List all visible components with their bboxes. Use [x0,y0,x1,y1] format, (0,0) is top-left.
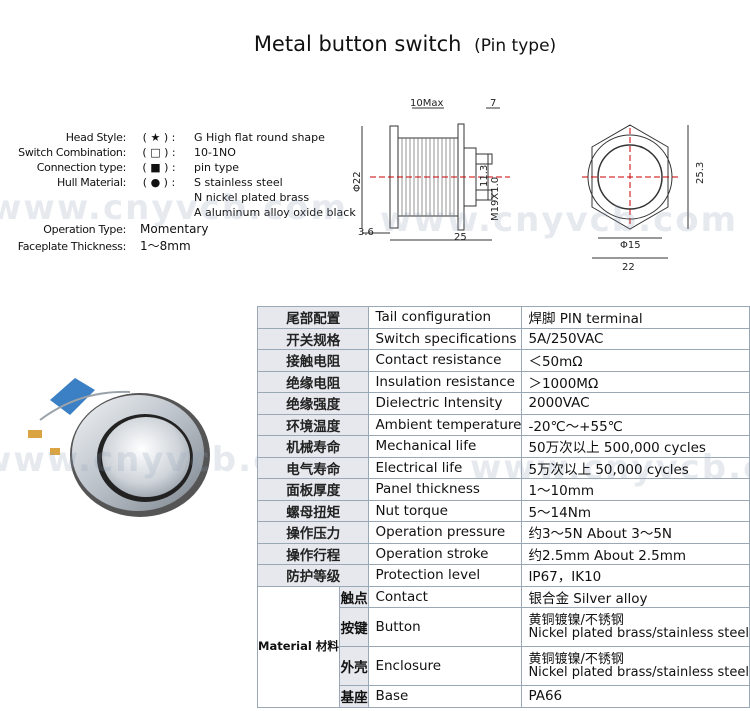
dim-22: 22 [622,262,635,273]
dim-7: 7 [490,98,496,109]
table-row: 环境温度 Ambient temperature -20℃～+55℃ [256,413,750,436]
faceplate-thickness-row: Faceplate Thickness: 1～8mm [17,239,191,253]
table-row-material-contact: Material 材料 触点 Contact 银合金 Silver alloy [257,585,750,708]
title-sub: (Pin type) [474,36,557,56]
spec-extra-nickel: N nickel plated brass [194,191,310,204]
table-row: 操作行程 Operation stroke 约2.5mm About 2.5mm [256,542,750,565]
table-row-material-base: 基座 Base PA66 [258,685,750,708]
pin-terminal [28,430,42,438]
dim-3-6: 3.6 [358,227,374,238]
table-row: 尾部配置 Tail configuration 焊脚 PIN terminal [256,306,750,329]
material-label: Material 材料 [257,585,340,708]
dim-m19: M19X1.0 [490,177,501,221]
dim-phi22: Φ22 [352,171,363,192]
table-row: 绝缘电阻 Insulation resistance ＞1000MΩ [256,370,750,393]
table-row-material-enclosure: 外壳 Enclosure 黄铜镀镍/不锈钢 Nickel plated bras… [258,646,750,686]
spec-row-head-style: Head Style: ( ★ ) : G High flat round sh… [65,131,325,144]
dim-11-3: 11.3 [479,165,490,187]
table-row: 开关规格 Switch specifications 5A/250VAC [256,327,750,350]
spec-extra-aluminum: A aluminum alloy oxide black [194,206,356,219]
title-main: Metal button switch [253,32,462,56]
dim-10max: 10Max [410,98,443,109]
model-spec-list: Head Style: ( ★ ) : G High flat round sh… [8,130,356,254]
spec-row-switch-combination: Switch Combination: ( □ ) : 10-1NO [18,146,236,159]
front-view-drawing [582,124,689,259]
pin-terminal-2 [50,448,60,455]
dim-25-3: 25.3 [695,162,706,184]
table-row: 电气寿命 Electrical life 5万次以上 50,000 cycles [256,456,750,479]
page-title: Metal button switch (Pin type) [0,32,750,56]
table-row: 接触电阻 Contact resistance ＜50mΩ [256,349,750,372]
dim-phi15: Φ15 [620,240,641,251]
table-row-material-button: 按键 Button 黄铜镀镍/不锈钢 Nickel plated brass/s… [258,607,750,647]
dim-25: 25 [454,232,467,243]
table-row: 螺母扭矩 Nut torque 5～14Nm [256,499,750,522]
dimension-drawings: 10Max 7 Φ22 M19X1.0 11.3 3.6 25 25.3 Φ15… [352,98,706,273]
table-row: 防护等级 Protection level IP67，IK10 [256,564,750,587]
button-cap [102,417,190,497]
spec-row-hull-material: Hull Material: ( ● ) : S stainless steel [56,176,283,189]
spec-table: 尾部配置 Tail configuration 焊脚 PIN terminal … [256,306,750,708]
watermark: www.cnyvcb.com [380,200,739,240]
spec-row-connection-type: Connection type: ( ■ ) : pin type [36,161,240,174]
watermark: www.cnyvcb.com [0,188,349,228]
side-view-drawing [361,107,510,241]
table-row: 绝缘强度 Dielectric Intensity 2000VAC [256,392,750,415]
table-row: 面板厚度 Panel thickness 1～10mm [256,478,750,501]
product-photo [28,378,210,517]
operation-type-row: Operation Type: Momentary [43,222,209,236]
table-row: 操作压力 Operation pressure 约3～5N About 3～5N [256,521,750,544]
table-row: 机械寿命 Mechanical life 50万次以上 500,000 cycl… [256,435,750,458]
